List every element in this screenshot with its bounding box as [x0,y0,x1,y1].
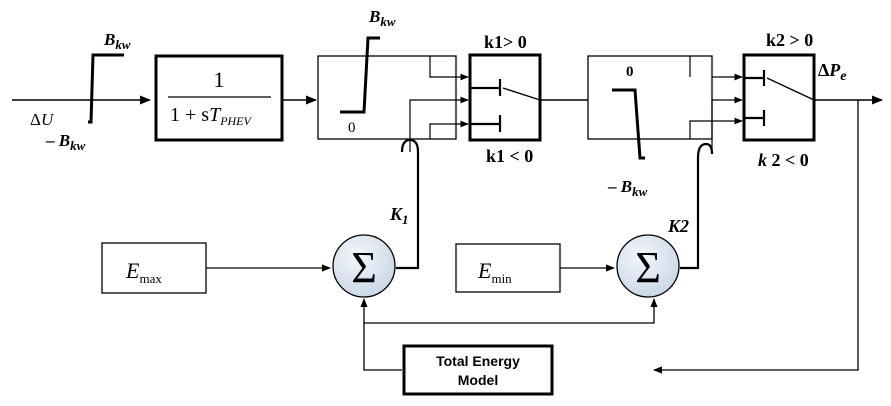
output-label: ΔPe [818,60,847,84]
k1-gain-label: K1 [389,204,409,227]
limiter-1-upper-label: Bkw [368,7,396,29]
summer-2[interactable]: Σ [616,234,680,298]
transfer-numerator: 1 [214,67,225,92]
e-max-label: Emax [125,258,162,286]
switch-2[interactable]: k2 > 0 k 2 < 0 [742,30,816,170]
total-energy-model-block[interactable]: Total Energy Model [402,344,554,396]
summer-1[interactable]: Σ [332,234,396,298]
switch-2-lower-label: k 2 < 0 [758,150,809,170]
total-energy-model-line2: Model [458,372,498,388]
limiter1-to-switch1-top-wire [429,56,469,81]
limiter-2-block[interactable]: 0 – Bkw [587,55,713,199]
limiter-1-block[interactable]: Bkw 0 [317,7,457,140]
transfer-denominator: 1 + sTPHEV [170,104,253,128]
k1-to-switch1-mid-wire [409,96,469,152]
input-signal: ΔU [12,95,152,129]
e-min-label: Emin [477,258,512,286]
summer-2-sigma: Σ [635,243,661,292]
e-min-block[interactable]: Emin [455,243,561,293]
switch-1[interactable]: k1> 0 k1 < 0 [468,32,542,166]
summer-1-sigma: Σ [351,243,377,292]
switch-1-upper-label: k1> 0 [484,32,527,52]
limiter-1-lower-label: 0 [348,120,356,136]
output-feedback-wire [653,100,859,374]
limiter2-to-switch2-bottom-wire [689,117,743,139]
input-label: ΔU [30,110,55,129]
input-limiter-upper-label: Bkw [103,30,131,52]
limiter1-to-switch1-bottom-wire [429,120,469,139]
transfer-function-block[interactable]: 1 1 + sTPHEV [154,54,284,142]
input-limiter-lower-label: – Bkw [45,131,86,153]
input-limiter: Bkw – Bkw [45,30,131,153]
total-energy-model-line1: Total Energy [436,353,520,369]
limiter-2-lower-label: – Bkw [607,177,648,199]
switch-2-upper-label: k2 > 0 [766,30,813,50]
k2-gain-label: K2 [667,216,689,236]
k1-signal-wire [396,138,420,270]
limiter-2-upper-label: 0 [626,64,634,80]
k2-to-switch2-mid-wire [711,96,743,153]
k2-signal-wire [680,142,714,270]
switch-1-lower-label: k1 < 0 [486,146,533,166]
e-max-block[interactable]: Emax [101,242,207,294]
